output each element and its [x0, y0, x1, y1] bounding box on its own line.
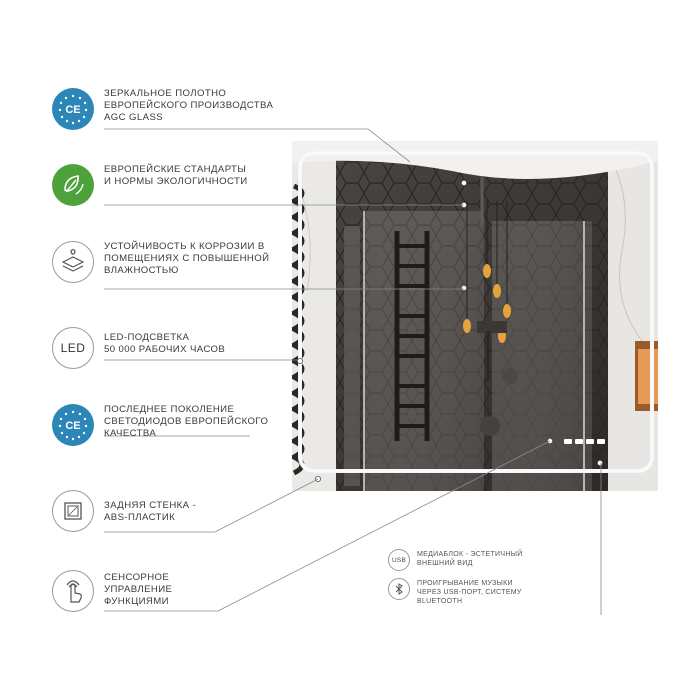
- feature-led-quality: CE Последнее поколение светодиодов европ…: [52, 404, 352, 448]
- small-feature-text: Проигрывание музыки через USB-порт, сист…: [417, 580, 522, 605]
- feature-corrosion: Устойчивость к коррозии в помещениях с п…: [52, 241, 352, 285]
- feature-text: Сенсорное управление функциями: [104, 572, 173, 607]
- small-feature-media: USB Медиаблок - эстетичный внешний вид: [388, 549, 548, 579]
- bluetooth-icon: [388, 578, 410, 600]
- feature-text: Задняя стенка - ABS-пластик: [104, 500, 197, 523]
- usb-icon-label: USB: [392, 556, 406, 564]
- usb-icon: USB: [388, 549, 410, 571]
- touch-hand-icon: [52, 570, 94, 612]
- small-feature-bluetooth: Проигрывание музыки через USB-порт, сист…: [388, 578, 548, 608]
- feature-touch: Сенсорное управление функциями: [52, 570, 352, 614]
- feature-mirror-glass: CE Зеркальное полотно европейского произ…: [52, 88, 352, 132]
- mirror-image: [292, 141, 658, 491]
- ce-mark-icon: CE: [52, 88, 94, 130]
- led-icon: LED: [52, 327, 94, 369]
- feature-led: LED LED-подсветка 50 000 рабочих часов: [52, 327, 352, 371]
- eco-leaf-icon: [52, 164, 94, 206]
- svg-text:CE: CE: [65, 104, 80, 116]
- feature-eco: Европейские стандарты и нормы экологично…: [52, 164, 352, 208]
- feature-text: Зеркальное полотно европейского производ…: [104, 88, 274, 123]
- ce-mark-icon: CE: [52, 404, 94, 446]
- svg-text:CE: CE: [65, 420, 80, 432]
- small-feature-text: Медиаблок - эстетичный внешний вид: [417, 551, 523, 567]
- moisture-layers-icon: [52, 241, 94, 283]
- feature-text: Последнее поколение светодиодов европейс…: [104, 404, 269, 439]
- feature-text: LED-подсветка 50 000 рабочих часов: [104, 332, 226, 355]
- feature-text: Европейские стандарты и нормы экологично…: [104, 164, 248, 187]
- feature-back-panel: Задняя стенка - ABS-пластик: [52, 490, 352, 534]
- back-panel-icon: [52, 490, 94, 532]
- led-icon-label: LED: [60, 341, 86, 355]
- feature-text: Устойчивость к коррозии в помещениях с п…: [104, 241, 270, 276]
